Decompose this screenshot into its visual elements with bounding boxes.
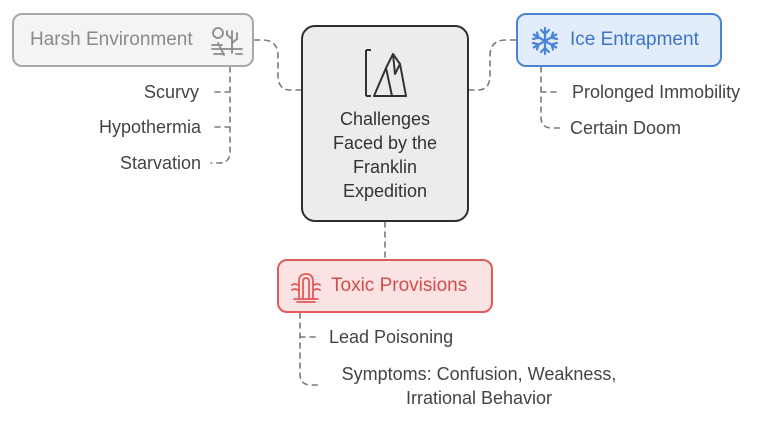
desert-icon [211, 27, 243, 56]
poison-icon [291, 273, 321, 303]
toxic-provisions-node: Toxic Provisions [277, 259, 493, 313]
harsh-item-scurvy: Scurvy [143, 82, 199, 102]
symptoms-line-1: Symptoms: Confusion, Weakness, [341, 364, 617, 384]
harsh-item-hypothermia: Hypothermia [98, 117, 201, 137]
symptoms-line-2: Irrational Behavior [405, 388, 553, 408]
center-node: Challenges Faced by the Franklin Expedit… [301, 25, 469, 222]
toxic-item-lead-poisoning: Lead Poisoning [329, 327, 454, 347]
harsh-environment-label: Harsh Environment [30, 29, 193, 50]
harsh-environment-node: Harsh Environment [12, 13, 254, 67]
ice-entrapment-label: Ice Entrapment [570, 29, 699, 50]
toxic-item-symptoms: Symptoms: Confusion, Weakness, Irrationa… [329, 363, 629, 409]
center-title: Challenges Faced by the Franklin Expedit… [332, 109, 438, 201]
ice-entrapment-node: Ice Entrapment [516, 13, 722, 67]
toxic-provisions-label: Toxic Provisions [331, 275, 468, 296]
snowflake-icon [531, 26, 559, 56]
harsh-item-starvation: Starvation [119, 153, 201, 173]
mountain-icon [365, 49, 407, 97]
ice-item-certain-doom: Certain Doom [570, 118, 682, 138]
ice-item-prolonged-immobility: Prolonged Immobility [572, 82, 741, 102]
